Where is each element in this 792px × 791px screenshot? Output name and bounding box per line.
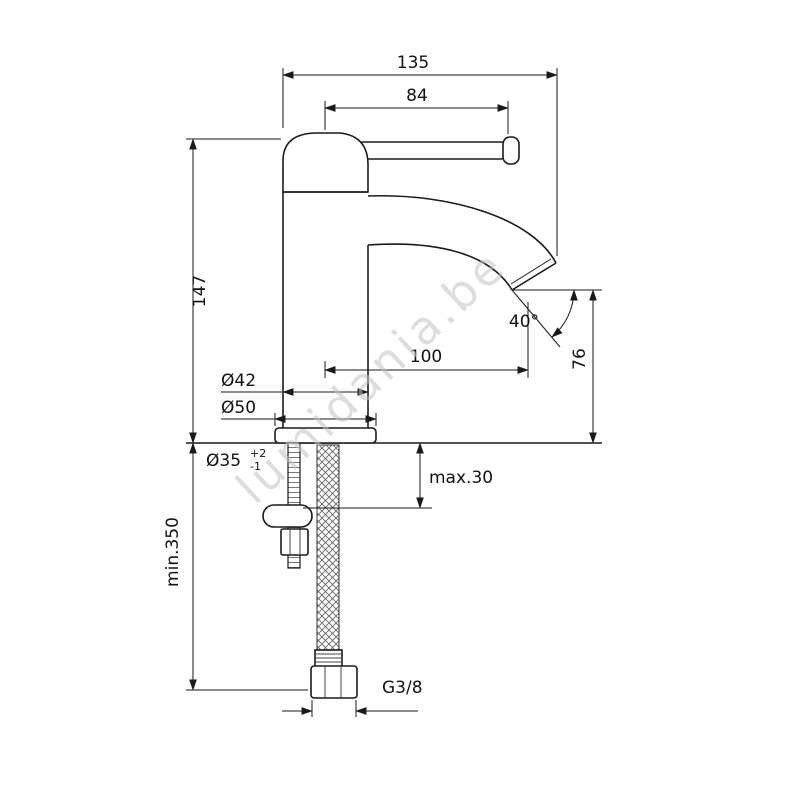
- collar-ridges: [315, 653, 342, 663]
- mounting-nut: [280, 528, 309, 556]
- spout-upper-curve: [367, 194, 557, 264]
- hose-hex-nut: [310, 665, 358, 699]
- handle-end-cap: [502, 136, 520, 165]
- dimension-labels: 135 84 147 100 40° 76 Ø42 Ø50 Ø35 +2 -1 …: [163, 53, 590, 698]
- mounting-bracket: [262, 504, 313, 528]
- braided-hose: [316, 444, 340, 652]
- label-handle-length: 84: [406, 86, 428, 106]
- faucet-outline: [186, 132, 602, 699]
- spout-outlet-face: [511, 262, 557, 291]
- label-total-width: 135: [397, 53, 429, 73]
- spout-lower-curve: [367, 243, 513, 291]
- label-hole-diameter: Ø35: [206, 451, 241, 471]
- cartridge-dome: [282, 132, 369, 193]
- label-outlet-height: 76: [570, 348, 590, 370]
- angle-arc-40: [551, 289, 578, 338]
- aerator-line: [510, 258, 552, 285]
- label-spout-angle: 40°: [509, 312, 539, 332]
- label-base-diameter: Ø50: [221, 398, 256, 418]
- dimension-lines: [186, 68, 602, 717]
- base-plate: [274, 427, 377, 444]
- label-hole-tol-minus: -1: [250, 460, 261, 473]
- label-spout-reach: 100: [410, 347, 442, 367]
- label-max-deck-thickness: max.30: [429, 468, 493, 488]
- label-body-diameter: Ø42: [221, 371, 256, 391]
- label-body-height: 147: [190, 275, 210, 307]
- label-hole-tol-plus: +2: [250, 447, 266, 460]
- handle-lever: [355, 141, 509, 160]
- label-connection-thread: G3/8: [382, 678, 423, 698]
- label-min-hose-length: min.350: [163, 517, 183, 587]
